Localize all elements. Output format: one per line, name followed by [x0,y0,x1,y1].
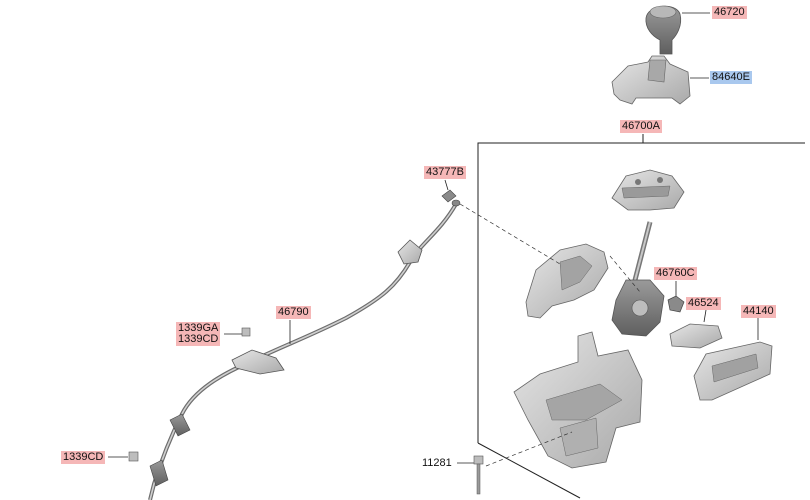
shift-knob-part [645,5,710,55]
bolt-1339ga-part [224,327,251,337]
label-46524[interactable]: 46524 [686,297,721,310]
label-1339cd-upper[interactable]: 1339CD [176,333,221,346]
bolt-1339cd-part [108,451,139,462]
top-bracket-part [611,169,685,211]
label-84640e[interactable]: 84640E [710,71,752,84]
label-44140[interactable]: 44140 [741,305,776,318]
clip-43777b-part [441,179,457,203]
bolt-11281-part [457,455,484,495]
shift-boot-part [611,55,709,105]
label-11281[interactable]: 11281 [422,457,452,469]
label-46700a[interactable]: 46700A [620,120,662,133]
label-46790[interactable]: 46790 [276,306,311,319]
sensor-46524-part [669,309,723,349]
shift-cable-part [148,199,461,500]
label-46720[interactable]: 46720 [712,6,747,19]
clip-46760c-part [667,281,685,313]
label-1339cd-lower[interactable]: 1339CD [61,451,106,464]
shift-lever-part [611,221,665,337]
label-46760c[interactable]: 46760C [654,267,697,280]
dashed-leaders [459,203,641,467]
assembly-box [477,134,805,499]
label-1339ga[interactable]: 1339GA [176,322,221,335]
control-unit-44140-part [693,318,773,401]
shifter-cover-part [525,243,609,319]
base-tray-part [513,331,643,469]
label-43777b[interactable]: 43777B [424,166,466,179]
